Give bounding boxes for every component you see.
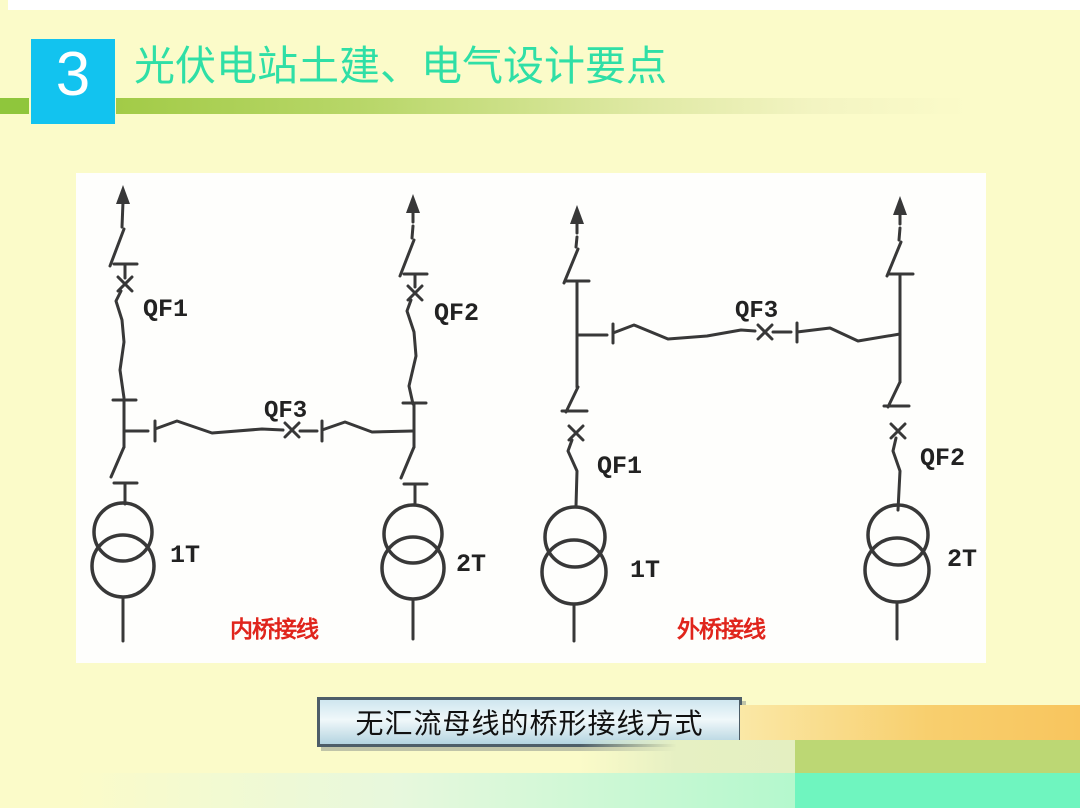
breaker-label-qf2: QF2 [920,444,965,473]
breaker-label-qf3: QF3 [264,398,307,425]
transformer-label-1t: 1T [170,541,200,570]
arrow-icon [893,196,907,215]
inner-bridge-label: 内桥接线 [230,616,319,644]
top-strip [8,0,1080,10]
accent-bar [116,98,968,114]
chapter-number-badge: 3 [31,39,115,124]
accent-bar-left-segment [0,98,29,114]
breaker-label-qf1: QF1 [143,295,188,324]
decor-band-mint-light [76,773,795,808]
caption-box: 无汇流母线的桥形接线方式 [317,697,742,747]
decor-band-green [795,740,1080,773]
breaker-label-qf2: QF2 [434,299,479,328]
arrow-icon [406,194,420,213]
bridge-wiring-diagram: QF1 QF2 QF3 1T 2T 内桥接线 [90,185,977,644]
caption-text: 无汇流母线的桥形接线方式 [355,709,704,740]
arrow-icon [116,185,130,204]
slide-title: 光伏电站土建、电气设计要点 [134,43,667,89]
chapter-number: 3 [55,40,91,109]
decor-band-green-light [580,740,795,773]
transformer-label-1t: 1T [630,556,660,585]
transformer-label-2t: 2T [456,550,486,579]
outer-bridge-diagram: QF3 QF1 QF2 1T 2T 外桥接线 [540,196,977,644]
breaker-label-qf3: QF3 [735,298,778,325]
diagram-panel: QF1 QF2 QF3 1T 2T 内桥接线 [76,173,986,663]
arrow-icon [570,205,584,224]
decor-band-orange [740,705,1080,740]
transformer-label-2t: 2T [947,545,977,574]
inner-bridge-diagram: QF1 QF2 QF3 1T 2T 内桥接线 [90,185,486,644]
breaker-label-qf1: QF1 [597,452,642,481]
decor-band-mint [795,773,1080,808]
outer-bridge-label: 外桥接线 [677,616,766,644]
